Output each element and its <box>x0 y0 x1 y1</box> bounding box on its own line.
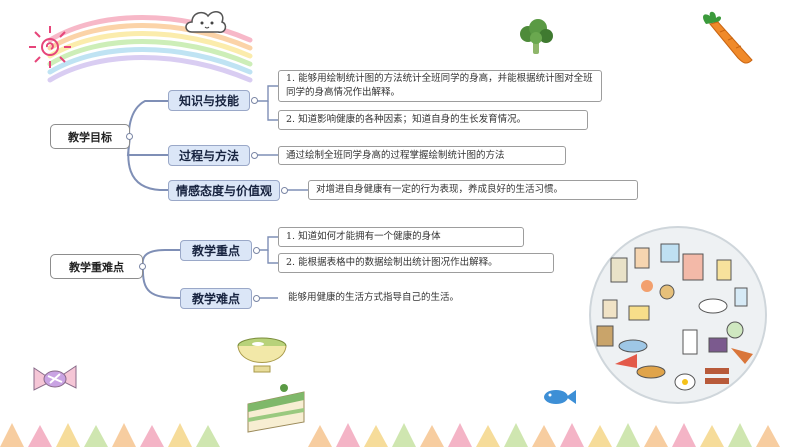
leaf-knowledge-1-text: 1. 能够用绘制统计图的方法统计全班同学的身高，并能根据统计图对全班同学的身高情… <box>286 73 593 98</box>
branch-teaching-focus-label: 教学重点 <box>191 244 240 258</box>
leaf-process-1[interactable]: 通过绘制全班同学身高的过程掌握绘制统计图的方法 <box>278 146 566 165</box>
cloud-icon <box>185 11 227 33</box>
collapse-toggle[interactable] <box>253 247 260 254</box>
connector-keypoints-difficulty <box>141 265 181 299</box>
connector-leaf-6 <box>267 250 278 264</box>
root-teaching-goals[interactable]: 教学目标 <box>50 124 130 149</box>
leaf-focus-2[interactable]: 2. 能根据表格中的数据绘制出统计图况作出解释。 <box>278 253 554 273</box>
connector-leaf-2 <box>267 101 278 121</box>
collapse-toggle[interactable] <box>251 97 258 104</box>
leaf-knowledge-2[interactable]: 2. 知道影响健康的各种因素；知道自身的生长发育情况。 <box>278 110 588 130</box>
leaf-focus-1[interactable]: 1. 知道如何才能拥有一个健康的身体 <box>278 227 524 247</box>
branch-emotion-values[interactable]: 情感态度与价值观 <box>168 180 280 201</box>
soup-bowl-icon <box>237 337 287 373</box>
branch-process-method[interactable]: 过程与方法 <box>168 145 250 166</box>
connector-leaf-5 <box>257 236 278 251</box>
leaf-focus-2-text: 2. 能根据表格中的数据绘制出统计图况作出解释。 <box>286 257 498 268</box>
leaf-difficulty-1[interactable]: 能够用健康的生活方式指导自己的生活。 <box>288 291 459 305</box>
broccoli-icon <box>520 19 553 54</box>
branch-teaching-difficulty-label: 教学难点 <box>191 292 240 306</box>
leaf-focus-1-text: 1. 知道如何才能拥有一个健康的身体 <box>286 231 441 242</box>
connector-goals-process <box>126 135 168 156</box>
branch-process-method-label: 过程与方法 <box>178 149 239 163</box>
collapse-toggle[interactable] <box>281 187 288 194</box>
candy-icon <box>33 365 77 391</box>
leaf-emotion-1-text: 对增进自身健康有一定的行为表现，养成良好的生活习惯。 <box>316 184 564 195</box>
connector-leaf-1 <box>255 85 278 102</box>
branch-teaching-focus[interactable]: 教学重点 <box>180 240 252 261</box>
cake-slice-icon <box>247 384 305 433</box>
fish-icon <box>544 390 576 404</box>
leaf-knowledge-1[interactable]: 1. 能够用绘制统计图的方法统计全班同学的身高，并能根据统计图对全班同学的身高情… <box>278 70 602 102</box>
carrot-icon <box>703 11 753 64</box>
branch-knowledge-skills-label: 知识与技能 <box>178 94 239 108</box>
bunting-border <box>0 423 780 447</box>
leaf-difficulty-1-text: 能够用健康的生活方式指导自己的生活。 <box>288 292 460 303</box>
leaf-process-1-text: 通过绘制全班同学身高的过程掌握绘制统计图的方法 <box>286 149 505 161</box>
sun-icon <box>29 26 71 68</box>
root-key-difficult-points[interactable]: 教学重难点 <box>50 254 143 279</box>
collapse-toggle[interactable] <box>126 133 133 140</box>
leaf-knowledge-2-text: 2. 知道影响健康的各种因素；知道自身的生长发育情况。 <box>286 114 527 125</box>
branch-knowledge-skills[interactable]: 知识与技能 <box>168 90 250 111</box>
collapse-toggle[interactable] <box>139 263 146 270</box>
root-key-difficult-points-label: 教学重难点 <box>69 260 124 274</box>
branch-teaching-difficulty[interactable]: 教学难点 <box>180 288 252 309</box>
connector-goals-emotion <box>127 135 168 191</box>
food-collage-circle <box>589 226 767 404</box>
branch-emotion-values-label: 情感态度与价值观 <box>175 184 272 198</box>
collapse-toggle[interactable] <box>253 295 260 302</box>
leaf-emotion-1[interactable]: 对增进自身健康有一定的行为表现，养成良好的生活习惯。 <box>308 180 638 200</box>
connector-keypoints-focus <box>141 249 180 267</box>
root-teaching-goals-label: 教学目标 <box>68 130 112 144</box>
collapse-toggle[interactable] <box>251 152 258 159</box>
